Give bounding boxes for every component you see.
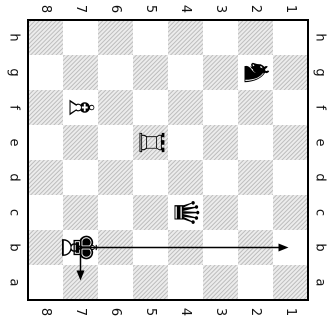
file-label-bottom: 7: [73, 308, 88, 316]
square-g6[interactable]: [98, 55, 133, 90]
square-d7[interactable]: [63, 160, 98, 195]
square-d2[interactable]: [238, 160, 273, 195]
rank-label-right: b: [313, 243, 328, 251]
square-f4[interactable]: [168, 90, 203, 125]
square-f5[interactable]: [133, 90, 168, 125]
square-e6[interactable]: [98, 125, 133, 160]
square-d5[interactable]: [133, 160, 168, 195]
file-label-bottom: 1: [283, 308, 298, 316]
file-label-bottom: 4: [178, 308, 193, 316]
square-g4[interactable]: [168, 55, 203, 90]
square-d3[interactable]: [203, 160, 238, 195]
square-a1[interactable]: [273, 265, 308, 300]
square-f2[interactable]: [238, 90, 273, 125]
square-g1[interactable]: [273, 55, 308, 90]
square-c3[interactable]: [203, 195, 238, 230]
square-h2[interactable]: [238, 20, 273, 55]
rank-label-right: g: [313, 68, 328, 76]
square-h3[interactable]: [203, 20, 238, 55]
square-g5[interactable]: [133, 55, 168, 90]
file-label-top: 3: [213, 5, 228, 13]
square-d6[interactable]: [98, 160, 133, 195]
square-h7[interactable]: [63, 20, 98, 55]
square-f8[interactable]: [28, 90, 63, 125]
rank-label-left: h: [7, 33, 22, 41]
square-f1[interactable]: [273, 90, 308, 125]
file-label-top: 5: [143, 5, 158, 13]
square-a3[interactable]: [203, 265, 238, 300]
square-d4[interactable]: [168, 160, 203, 195]
file-label-bottom: 8: [38, 308, 53, 316]
square-g8[interactable]: [28, 55, 63, 90]
rank-label-left: a: [7, 279, 22, 287]
square-c7[interactable]: [63, 195, 98, 230]
square-c1[interactable]: [273, 195, 308, 230]
rank-label-left: g: [7, 68, 22, 76]
square-c6[interactable]: [98, 195, 133, 230]
square-f6[interactable]: [98, 90, 133, 125]
square-e7[interactable]: [63, 125, 98, 160]
rank-label-right: c: [313, 209, 328, 216]
square-e8[interactable]: [28, 125, 63, 160]
square-a6[interactable]: [98, 265, 133, 300]
square-h4[interactable]: [168, 20, 203, 55]
white-pawn-icon[interactable]: ♙: [55, 235, 88, 260]
square-h5[interactable]: [133, 20, 168, 55]
square-d1[interactable]: [273, 160, 308, 195]
file-label-bottom: 2: [248, 308, 263, 316]
white-bishop-icon[interactable]: ♗: [61, 92, 101, 122]
square-d8[interactable]: [28, 160, 63, 195]
file-label-top: 6: [108, 5, 123, 13]
square-e1[interactable]: [273, 125, 308, 160]
square-h1[interactable]: [273, 20, 308, 55]
file-label-bottom: 5: [143, 308, 158, 316]
square-e4[interactable]: [168, 125, 203, 160]
square-a5[interactable]: [133, 265, 168, 300]
black-queen-icon[interactable]: ♛: [166, 197, 206, 227]
file-label-bottom: 3: [213, 308, 228, 316]
rank-label-left: f: [7, 105, 22, 110]
file-label-bottom: 6: [108, 308, 123, 316]
square-e2[interactable]: [238, 125, 273, 160]
rank-label-right: d: [313, 173, 328, 181]
square-a2[interactable]: [238, 265, 273, 300]
rank-label-right: e: [313, 139, 328, 147]
square-c8[interactable]: [28, 195, 63, 230]
rank-label-right: a: [313, 279, 328, 287]
rank-label-left: b: [7, 243, 22, 251]
black-knight-icon[interactable]: ♞: [236, 57, 276, 87]
square-h6[interactable]: [98, 20, 133, 55]
square-g3[interactable]: [203, 55, 238, 90]
square-c2[interactable]: [238, 195, 273, 230]
rank-label-left: c: [7, 209, 22, 216]
white-rook-icon[interactable]: ♖: [131, 127, 171, 157]
file-label-top: 8: [38, 5, 53, 13]
file-label-top: 7: [73, 5, 88, 13]
rank-label-left: e: [7, 139, 22, 147]
square-f3[interactable]: [203, 90, 238, 125]
file-label-top: 4: [178, 5, 193, 13]
file-label-top: 1: [283, 5, 298, 13]
square-e3[interactable]: [203, 125, 238, 160]
square-h8[interactable]: [28, 20, 63, 55]
square-c5[interactable]: [133, 195, 168, 230]
square-g7[interactable]: [63, 55, 98, 90]
square-a4[interactable]: [168, 265, 203, 300]
square-a8[interactable]: [28, 265, 63, 300]
rank-label-left: d: [7, 173, 22, 181]
file-label-top: 2: [248, 5, 263, 13]
rank-label-right: h: [313, 33, 328, 41]
rank-label-right: f: [313, 105, 328, 110]
